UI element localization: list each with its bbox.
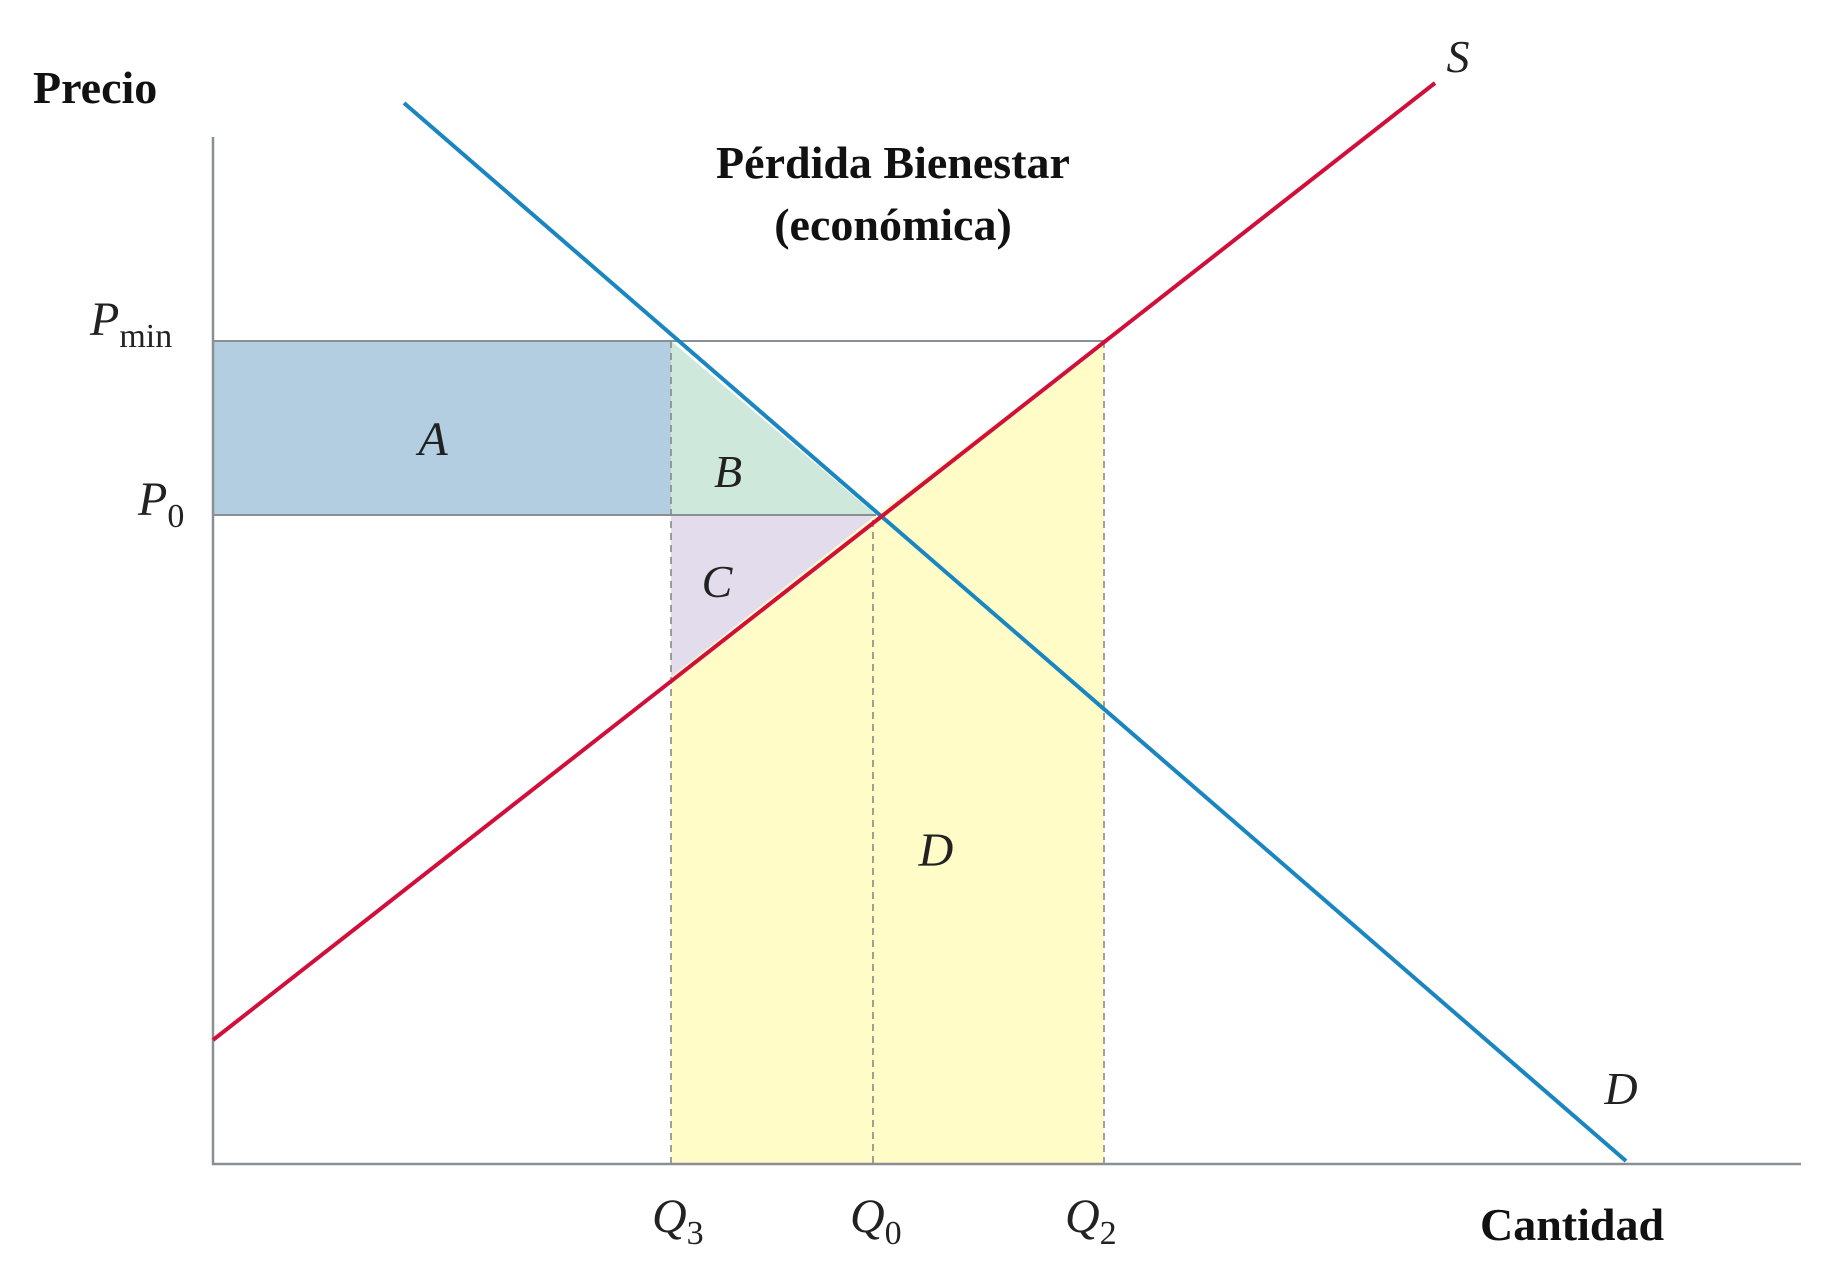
- region-c-area: [671, 515, 876, 677]
- region-d-label: D: [918, 824, 954, 877]
- demand-curve-label: D: [1603, 1063, 1637, 1114]
- region-d-area: [671, 341, 1104, 1163]
- region-a-label: A: [415, 413, 448, 466]
- pmin-label: Pmin: [89, 293, 172, 355]
- welfare-loss-title-line1: Pérdida Bienestar: [716, 137, 1070, 188]
- region-c-label: C: [702, 556, 734, 607]
- welfare-loss-title-line2: (económica): [774, 199, 1012, 250]
- region-a-area: [213, 341, 671, 515]
- q0-label: Q0: [850, 1190, 902, 1252]
- demand-curve: [402, 101, 1628, 1163]
- y-axis-label: Precio: [33, 62, 157, 113]
- supply-curve-label: S: [1447, 31, 1470, 82]
- region-b-label: B: [714, 446, 742, 497]
- q3-label: Q3: [652, 1190, 704, 1252]
- p0-label: P0: [137, 473, 184, 535]
- x-axis-label: Cantidad: [1480, 1199, 1664, 1250]
- supply-curve: [211, 81, 1437, 1042]
- region-b-area: [671, 341, 876, 515]
- q2-label: Q2: [1065, 1190, 1117, 1252]
